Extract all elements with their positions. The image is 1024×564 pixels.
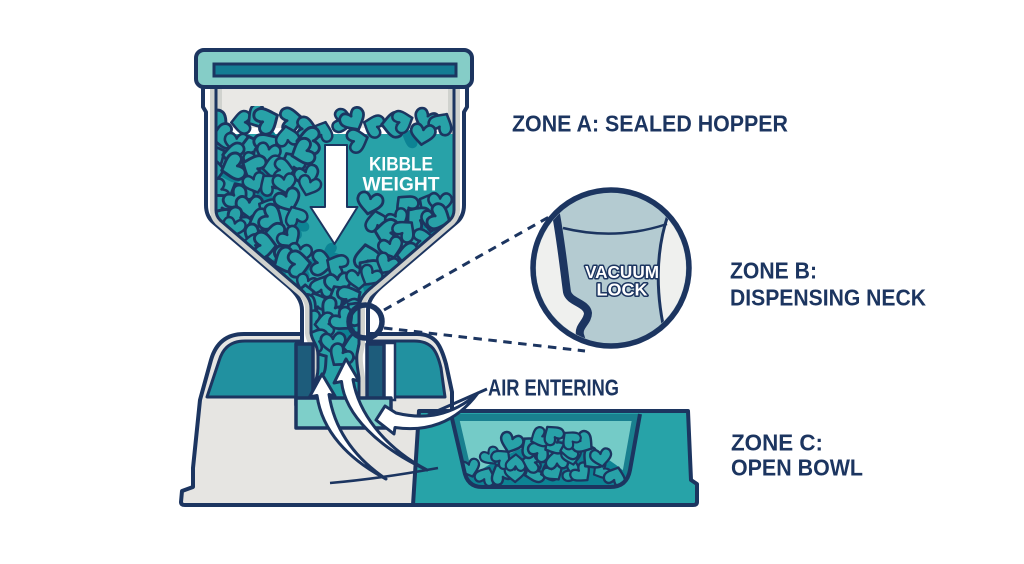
- svg-text:ZONE C:: ZONE C:: [731, 430, 823, 456]
- svg-text:KIBBLE: KIBBLE: [369, 154, 433, 176]
- svg-text:WEIGHT: WEIGHT: [363, 174, 440, 196]
- svg-text:AIR ENTERING: AIR ENTERING: [488, 375, 619, 401]
- svg-text:VACUUM: VACUUM: [585, 262, 659, 282]
- svg-text:ZONE A: SEALED HOPPER: ZONE A: SEALED HOPPER: [512, 111, 788, 137]
- svg-text:DISPENSING NECK: DISPENSING NECK: [730, 285, 926, 311]
- svg-text:OPEN BOWL: OPEN BOWL: [731, 455, 863, 481]
- svg-text:ZONE B:: ZONE B:: [730, 258, 817, 284]
- svg-text:LOCK: LOCK: [597, 280, 648, 300]
